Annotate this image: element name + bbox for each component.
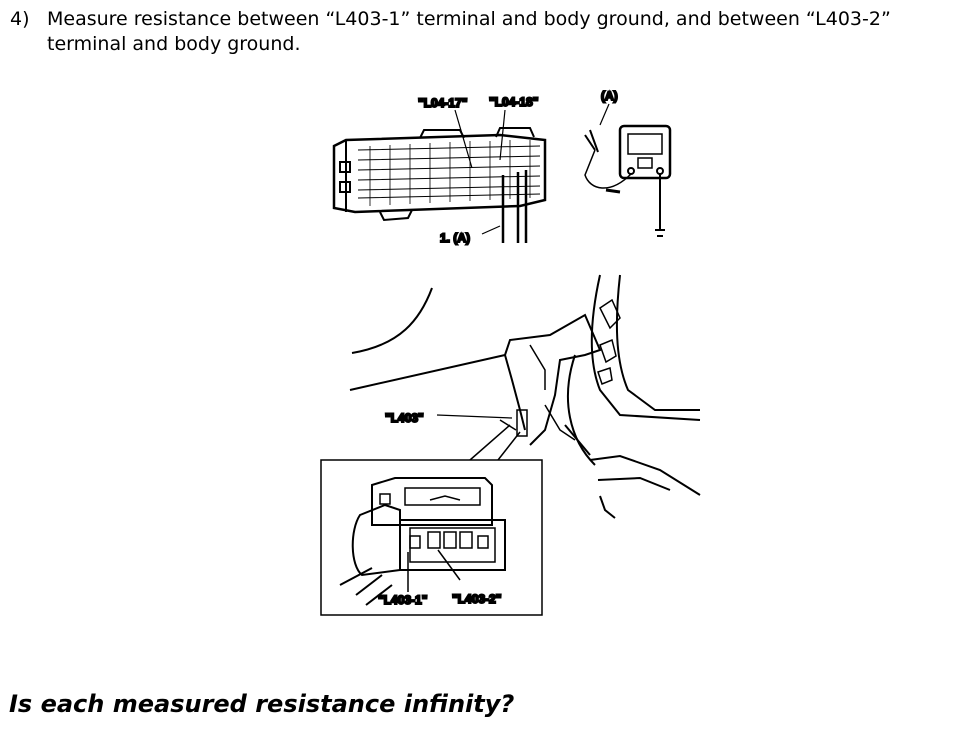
label-l04-18: "L04-18" — [489, 95, 538, 109]
label-l04-17: "L04-17" — [418, 96, 467, 110]
step-text: Measure resistance between “L403-1” term… — [47, 8, 891, 55]
label-probe: 1. (A) — [440, 231, 470, 245]
step-number: 4) — [10, 8, 30, 30]
probe-wires — [454, 109, 528, 243]
label-l403: "L403" — [385, 411, 424, 425]
label-l403-2: "L403-2" — [452, 592, 501, 606]
ohmmeter — [584, 103, 672, 237]
label-meter: (A) — [601, 89, 618, 103]
label-l403-1: "L403-1" — [378, 593, 427, 607]
ecm-connector — [332, 127, 547, 222]
vehicle-body — [349, 274, 701, 519]
inset-connector-detail — [320, 459, 543, 616]
question-text: Is each measured resistance infinity? — [9, 690, 515, 718]
